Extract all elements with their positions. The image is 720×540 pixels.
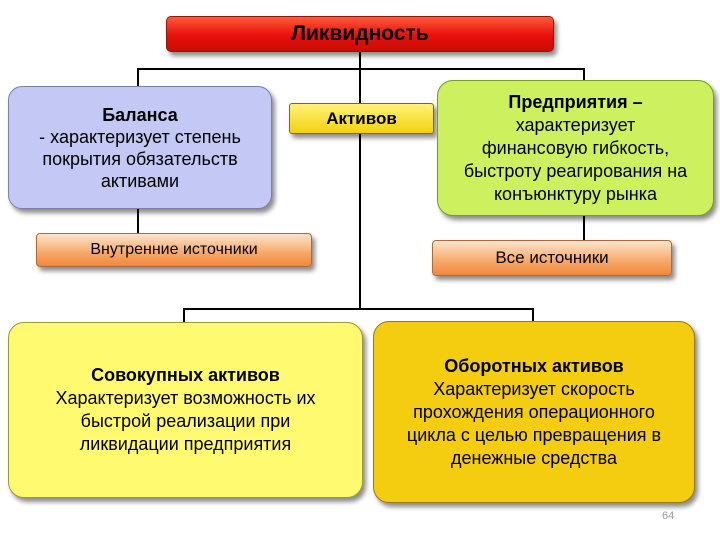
balance-line: активами	[100, 170, 180, 191]
connector-to-total	[183, 308, 185, 322]
connector-to-current	[532, 308, 534, 321]
connector-balance-to-internal	[137, 209, 139, 233]
enterprise-line: характеризует	[515, 114, 636, 135]
current-assets-line: прохождения операционного	[413, 401, 655, 422]
assets-label: Активов	[326, 108, 397, 128]
balance-line: - характеризует степень	[39, 126, 241, 147]
balance-line: покрытия обязательств	[42, 148, 238, 169]
enterprise-line: быстроту реагирования на	[463, 160, 688, 181]
current-assets-line: Характеризует скорость	[433, 378, 635, 399]
connector-trunk	[359, 52, 361, 310]
total-assets-line: быстрой реализации при	[80, 411, 291, 431]
connector-to-enterprise	[583, 68, 585, 80]
total-assets-line: ликвидации предприятия	[79, 434, 292, 454]
connector-enterprise-to-all	[583, 216, 585, 240]
enterprise-liquidity-box: Предприятия – характеризует финансовую г…	[437, 80, 714, 216]
current-assets-line: цикла с целью превращения в	[406, 424, 662, 445]
internal-sources-box: Внутренние источники	[36, 233, 312, 267]
enterprise-line: финансовую гибкость,	[481, 137, 670, 158]
internal-sources-label: Внутренние источники	[90, 241, 258, 258]
current-assets-heading: Оборотных активов	[444, 355, 624, 376]
page-number: 64	[662, 510, 675, 522]
total-assets-box: Совокупных активов Характеризует возможн…	[8, 322, 363, 498]
diagram-title: Ликвидность	[291, 22, 429, 45]
assets-liquidity-box: Активов	[289, 103, 434, 134]
all-sources-box: Все источники	[432, 240, 672, 276]
balance-liquidity-box: Баланса - характеризует степень покрытия…	[8, 86, 272, 209]
total-assets-line: Характеризует возможность их	[55, 388, 316, 408]
connector-top-hbar	[137, 68, 585, 70]
balance-heading: Баланса	[102, 104, 178, 125]
connector-to-balance	[137, 68, 139, 86]
enterprise-line: конъюнктуру рынка	[493, 183, 658, 204]
connector-bottom-hbar	[183, 308, 534, 310]
all-sources-label: Все источники	[495, 248, 609, 267]
total-assets-heading: Совокупных активов	[91, 365, 280, 385]
enterprise-heading: Предприятия –	[508, 91, 643, 112]
title-box: Ликвидность	[166, 16, 554, 52]
current-assets-line: денежные средства	[451, 447, 617, 468]
current-assets-box: Оборотных активов Характеризует скорость…	[373, 321, 695, 503]
